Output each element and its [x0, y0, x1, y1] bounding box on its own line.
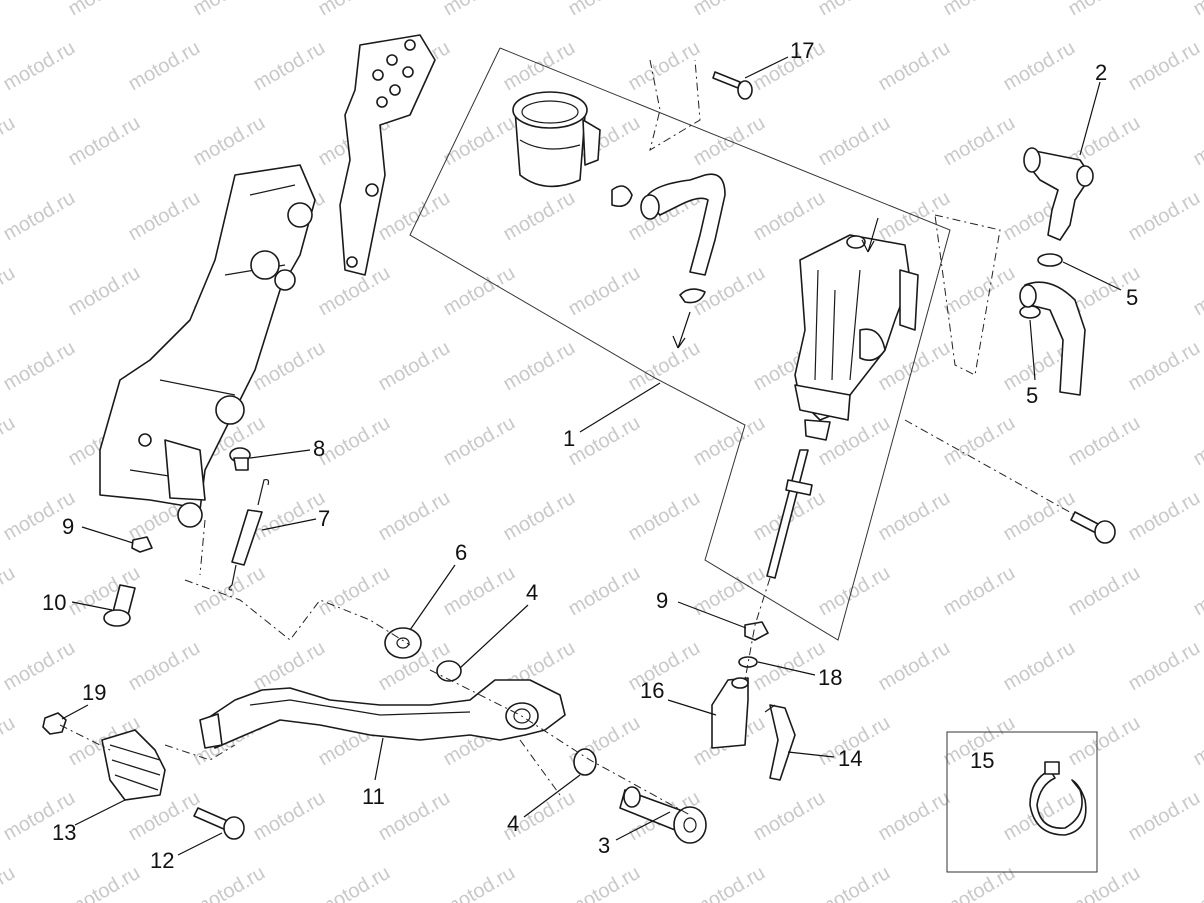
callout-3: 3: [598, 833, 611, 858]
clevis-16: [711, 677, 749, 749]
leader-1: [579, 382, 661, 433]
leader-5a: [1062, 261, 1122, 291]
flow-arrow-left: [672, 311, 691, 349]
leader-9a: [81, 526, 134, 544]
circlip-4-lower: [573, 748, 597, 776]
callout-11: 11: [362, 784, 385, 809]
callout-9-left: 9: [62, 514, 75, 539]
callout-5-lower: 5: [1026, 383, 1039, 408]
leader-9b: [677, 601, 747, 629]
callout-16: 16: [640, 678, 665, 703]
heel-guard-plate: [339, 34, 436, 276]
leader-5b: [1029, 319, 1036, 381]
pivot-pin-10: [103, 584, 136, 627]
leader-14: [787, 751, 835, 758]
pedal-tip-13: [101, 729, 166, 801]
leader-13: [74, 799, 126, 826]
leader-6: [409, 564, 456, 631]
callout-19: 19: [82, 680, 107, 705]
pivot-bolt-3: [619, 786, 707, 844]
leader-10: [71, 601, 113, 611]
callout-18: 18: [818, 665, 843, 690]
group-outline-hose: [934, 214, 1001, 376]
leader-3: [615, 811, 671, 841]
callout-14: 14: [838, 746, 863, 771]
callout-5-upper: 5: [1126, 285, 1139, 310]
bolt-12: [193, 807, 245, 840]
assembly-line-g: [904, 419, 1076, 516]
reservoir-hose: [611, 173, 726, 304]
callout-13: 13: [52, 820, 77, 845]
fluid-reservoir: [512, 91, 601, 188]
brake-hose-elbow: [1019, 281, 1086, 396]
return-spring-7: [228, 478, 270, 591]
nut-19: [42, 712, 67, 735]
group-outline-1: [409, 47, 951, 641]
callout-4-upper: 4: [526, 580, 539, 605]
callout-10: 10: [42, 590, 67, 615]
footpeg-bracket: [99, 164, 316, 528]
callout-9-right: 9: [656, 588, 669, 613]
leader-16: [667, 699, 717, 716]
callout-8: 8: [313, 436, 326, 461]
callout-6: 6: [455, 540, 468, 565]
leader-4b: [523, 774, 581, 818]
washer-5a: [1037, 253, 1063, 267]
washer-5b: [1019, 305, 1041, 319]
o-ring-18: [738, 656, 758, 668]
leader-7: [261, 518, 317, 531]
push-rod: [766, 449, 813, 579]
leader-4a: [459, 604, 529, 669]
callout-15: 15: [970, 748, 995, 773]
assembly-line-f: [164, 744, 236, 761]
assembly-line-c: [649, 59, 701, 152]
master-cylinder: [794, 234, 919, 441]
banjo-fitting-2: [1023, 147, 1094, 241]
nut-9-left: [131, 536, 153, 553]
nut-9-right: [744, 621, 769, 641]
washer-6: [384, 627, 422, 659]
callout-7: 7: [318, 506, 331, 531]
leader-19: [61, 704, 89, 720]
hose-clamp-15: [1029, 761, 1087, 836]
leader-11: [374, 737, 384, 781]
leader-18: [757, 661, 816, 676]
leader-8: [249, 449, 311, 459]
callout-4-lower: 4: [507, 811, 520, 836]
clevis-pin-14: [764, 704, 796, 781]
leader-17: [744, 56, 789, 79]
assembly-line-i: [519, 739, 561, 796]
assembly-line-b: [199, 519, 206, 576]
leader-2: [1079, 81, 1101, 156]
callout-2: 2: [1095, 60, 1108, 85]
screw-8: [229, 447, 251, 471]
callout-12: 12: [150, 848, 175, 873]
bolt-17: [712, 71, 753, 100]
inset-box-15: [946, 731, 1098, 873]
brake-pedal-lever-11: [199, 679, 566, 749]
leader-12: [177, 832, 223, 856]
assembly-line-e: [744, 577, 771, 681]
assembly-line-d: [429, 669, 691, 816]
mounting-bolt-right: [1070, 511, 1116, 544]
callout-17: 17: [790, 38, 815, 63]
assembly-line-a: [184, 579, 411, 646]
flow-arrow-top: [861, 217, 879, 253]
circlip-4-upper: [436, 660, 462, 682]
callout-1: 1: [563, 426, 576, 451]
